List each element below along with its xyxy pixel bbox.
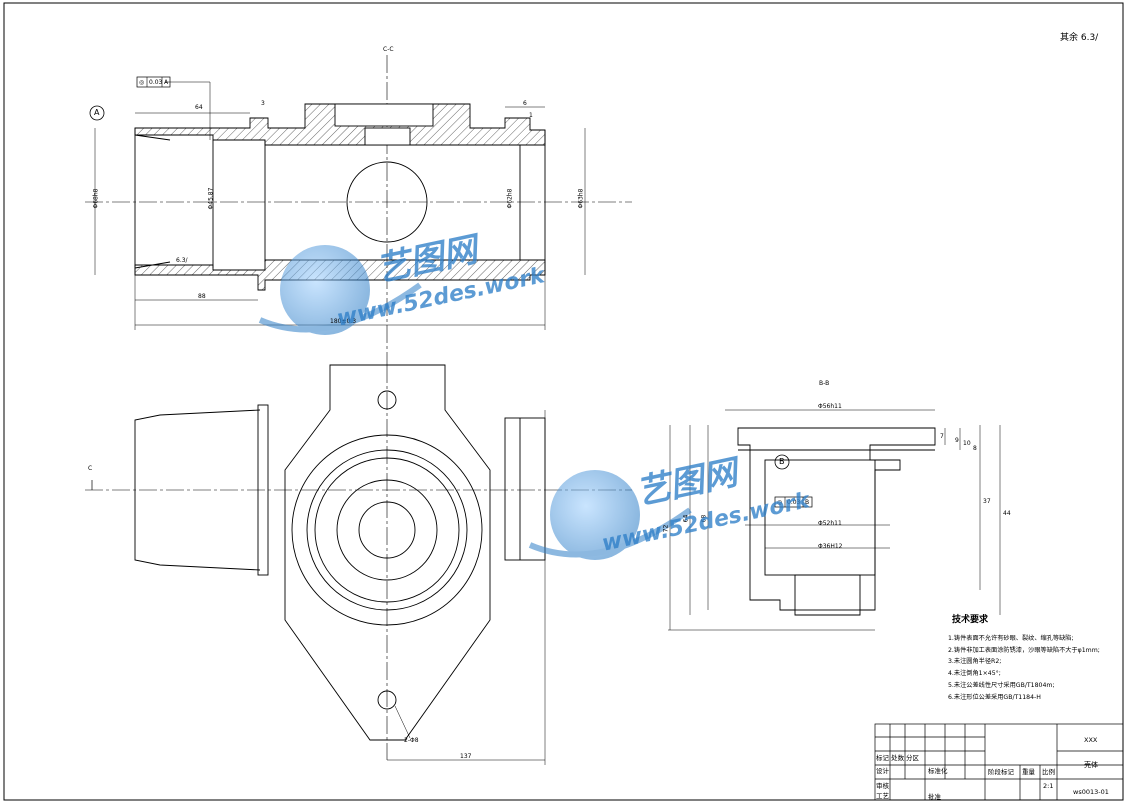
datum-a-marker	[89, 105, 105, 121]
title-code: XXX	[1084, 736, 1098, 744]
dim-dia-45: Φ45.87	[207, 187, 215, 210]
tech-item: 4.未注倒角1×45°;	[948, 670, 1001, 678]
title-scale: 2:1	[1043, 782, 1054, 790]
watermark-logo-1	[258, 245, 422, 335]
watermark-logo-2	[528, 470, 692, 560]
sheet-border	[3, 2, 1124, 801]
fcf-right-datum: B	[805, 499, 810, 506]
tech-item: 5.未注公差线性尺寸采用GB/T1804m;	[948, 681, 1055, 689]
tech-item: 1.铸件表面不允许有砂眼、裂纹、缩孔等缺陷;	[948, 635, 1074, 642]
tb-standard: 标准化	[928, 767, 948, 775]
dim-137: 137	[460, 753, 472, 760]
dim-64: 64	[195, 104, 203, 111]
dim-dia-62: Φ62h8	[506, 188, 514, 209]
dim-dia-63: Φ63h8	[577, 188, 585, 209]
dim-bb-10: 10	[963, 440, 971, 447]
plan-view	[85, 364, 632, 765]
datum-a-label: A	[94, 108, 100, 117]
tb-zone: 分区	[906, 754, 919, 762]
tb-weight: 重量	[1022, 768, 1035, 776]
tb-ratio: 比例	[1042, 768, 1055, 776]
dim-bb-44: 44	[1003, 510, 1011, 517]
tb-approve: 批准	[928, 793, 941, 801]
fcf-top-symbol: ◎	[139, 79, 145, 86]
fcf-right-symbol: ◎	[777, 499, 783, 506]
fcf-top-tolerance: 0.03	[149, 79, 163, 86]
dim-bb-8: 8	[973, 445, 977, 452]
dim-bb-low: Φ36H12	[818, 543, 843, 550]
tech-item: 2.铸件非加工表面涂防锈漆，沙眼等缺陷不大于φ1mm;	[948, 646, 1100, 654]
dim-bb-mid: Φ52h11	[818, 520, 842, 527]
tech-item: 6.未注形位公差采用GB/T1184-H	[948, 693, 1041, 701]
tech-requirements-title: 技术要求	[952, 615, 989, 625]
tb-process: 工艺	[876, 792, 889, 800]
section-label-bb: B-B	[819, 380, 830, 387]
title-part-name: 壳体	[1084, 761, 1098, 769]
title-drawing-no: ws0013-01	[1073, 788, 1109, 796]
fcf-top-datum: A	[164, 79, 169, 86]
dim-length: 180±0.3	[330, 318, 357, 325]
dim-bb-7: 7	[940, 433, 944, 440]
roughness-inner: 6.3/	[176, 257, 188, 264]
dim-6: 6	[523, 100, 527, 107]
tb-mark-zone: 标记 处数	[876, 754, 905, 762]
roughness-note: 其余 6.3/	[1060, 33, 1099, 43]
view-mark-c: C	[88, 465, 93, 472]
tb-stage-mark: 阶段标记	[988, 768, 1014, 776]
title-block	[874, 723, 1124, 801]
dim-3: 3	[261, 100, 265, 107]
datum-b-label: B	[779, 457, 785, 466]
dim-bb-37: 37	[983, 498, 991, 505]
tb-review: 审核	[876, 782, 889, 790]
fcf-right-tolerance: 0.03	[787, 499, 801, 506]
tech-item: 3.未注圆角半径R2;	[948, 658, 1002, 666]
tech-requirements: 技术要求 1.铸件表面不允许有砂眼、裂纹、缩孔等缺陷; 2.铸件非加工表面涂防锈…	[948, 612, 1118, 703]
dim-bb-9: 9	[955, 437, 959, 444]
fcf-box-right	[774, 496, 813, 508]
tb-design: 设计	[876, 767, 889, 775]
dim-88: 88	[198, 293, 206, 300]
fcf-box-top	[136, 76, 171, 88]
datum-b-marker	[774, 454, 790, 470]
dim-bb-top: Φ56h11	[818, 403, 842, 410]
section-view-bb	[668, 409, 1001, 631]
section-label-cc: C-C	[383, 46, 394, 53]
dim-holes: 2-Φ8	[404, 737, 419, 744]
dim-dia-68: Φ68h8	[92, 188, 100, 209]
dim-1: 1	[529, 112, 533, 119]
